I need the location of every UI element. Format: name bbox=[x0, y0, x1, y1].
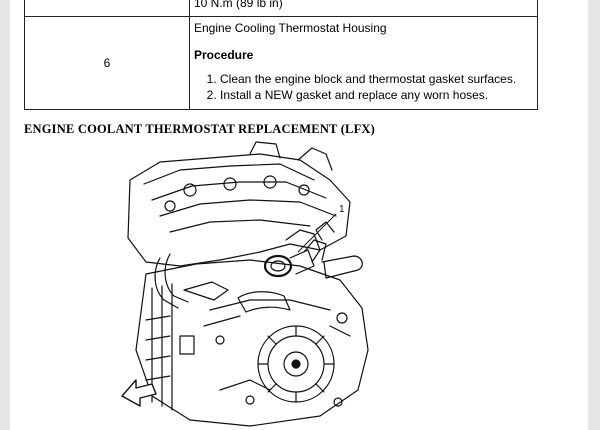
front-direction-arrow-icon bbox=[121, 379, 157, 407]
procedure-label: Procedure bbox=[194, 48, 254, 62]
viewer-left-margin bbox=[0, 0, 10, 430]
torque-spec-text: 10 N.m (89 lb in) bbox=[194, 0, 283, 10]
engine-illustration: 1 bbox=[121, 141, 369, 427]
table-row: 6 Engine Cooling Thermostat Housing Proc… bbox=[24, 16, 538, 110]
procedure-step: Clean the engine block and thermostat ga… bbox=[220, 71, 533, 87]
procedure-step: Install a NEW gasket and replace any wor… bbox=[220, 87, 533, 103]
table-cell-empty bbox=[24, 0, 190, 17]
table-cell-previous: 10 N.m (89 lb in) bbox=[189, 0, 538, 17]
callout-number: 1 bbox=[339, 204, 345, 215]
row-number: 6 bbox=[24, 16, 190, 110]
component-title: Engine Cooling Thermostat Housing bbox=[194, 21, 387, 35]
viewer-right-margin bbox=[588, 0, 600, 430]
row-content: Engine Cooling Thermostat Housing Proced… bbox=[189, 16, 538, 110]
procedure-steps: Clean the engine block and thermostat ga… bbox=[194, 71, 533, 103]
procedure-table: 10 N.m (89 lb in) 6 Engine Cooling Therm… bbox=[24, 0, 538, 110]
table-row-previous: 10 N.m (89 lb in) bbox=[24, 0, 538, 17]
section-heading: ENGINE COOLANT THERMOSTAT REPLACEMENT (L… bbox=[24, 122, 376, 136]
